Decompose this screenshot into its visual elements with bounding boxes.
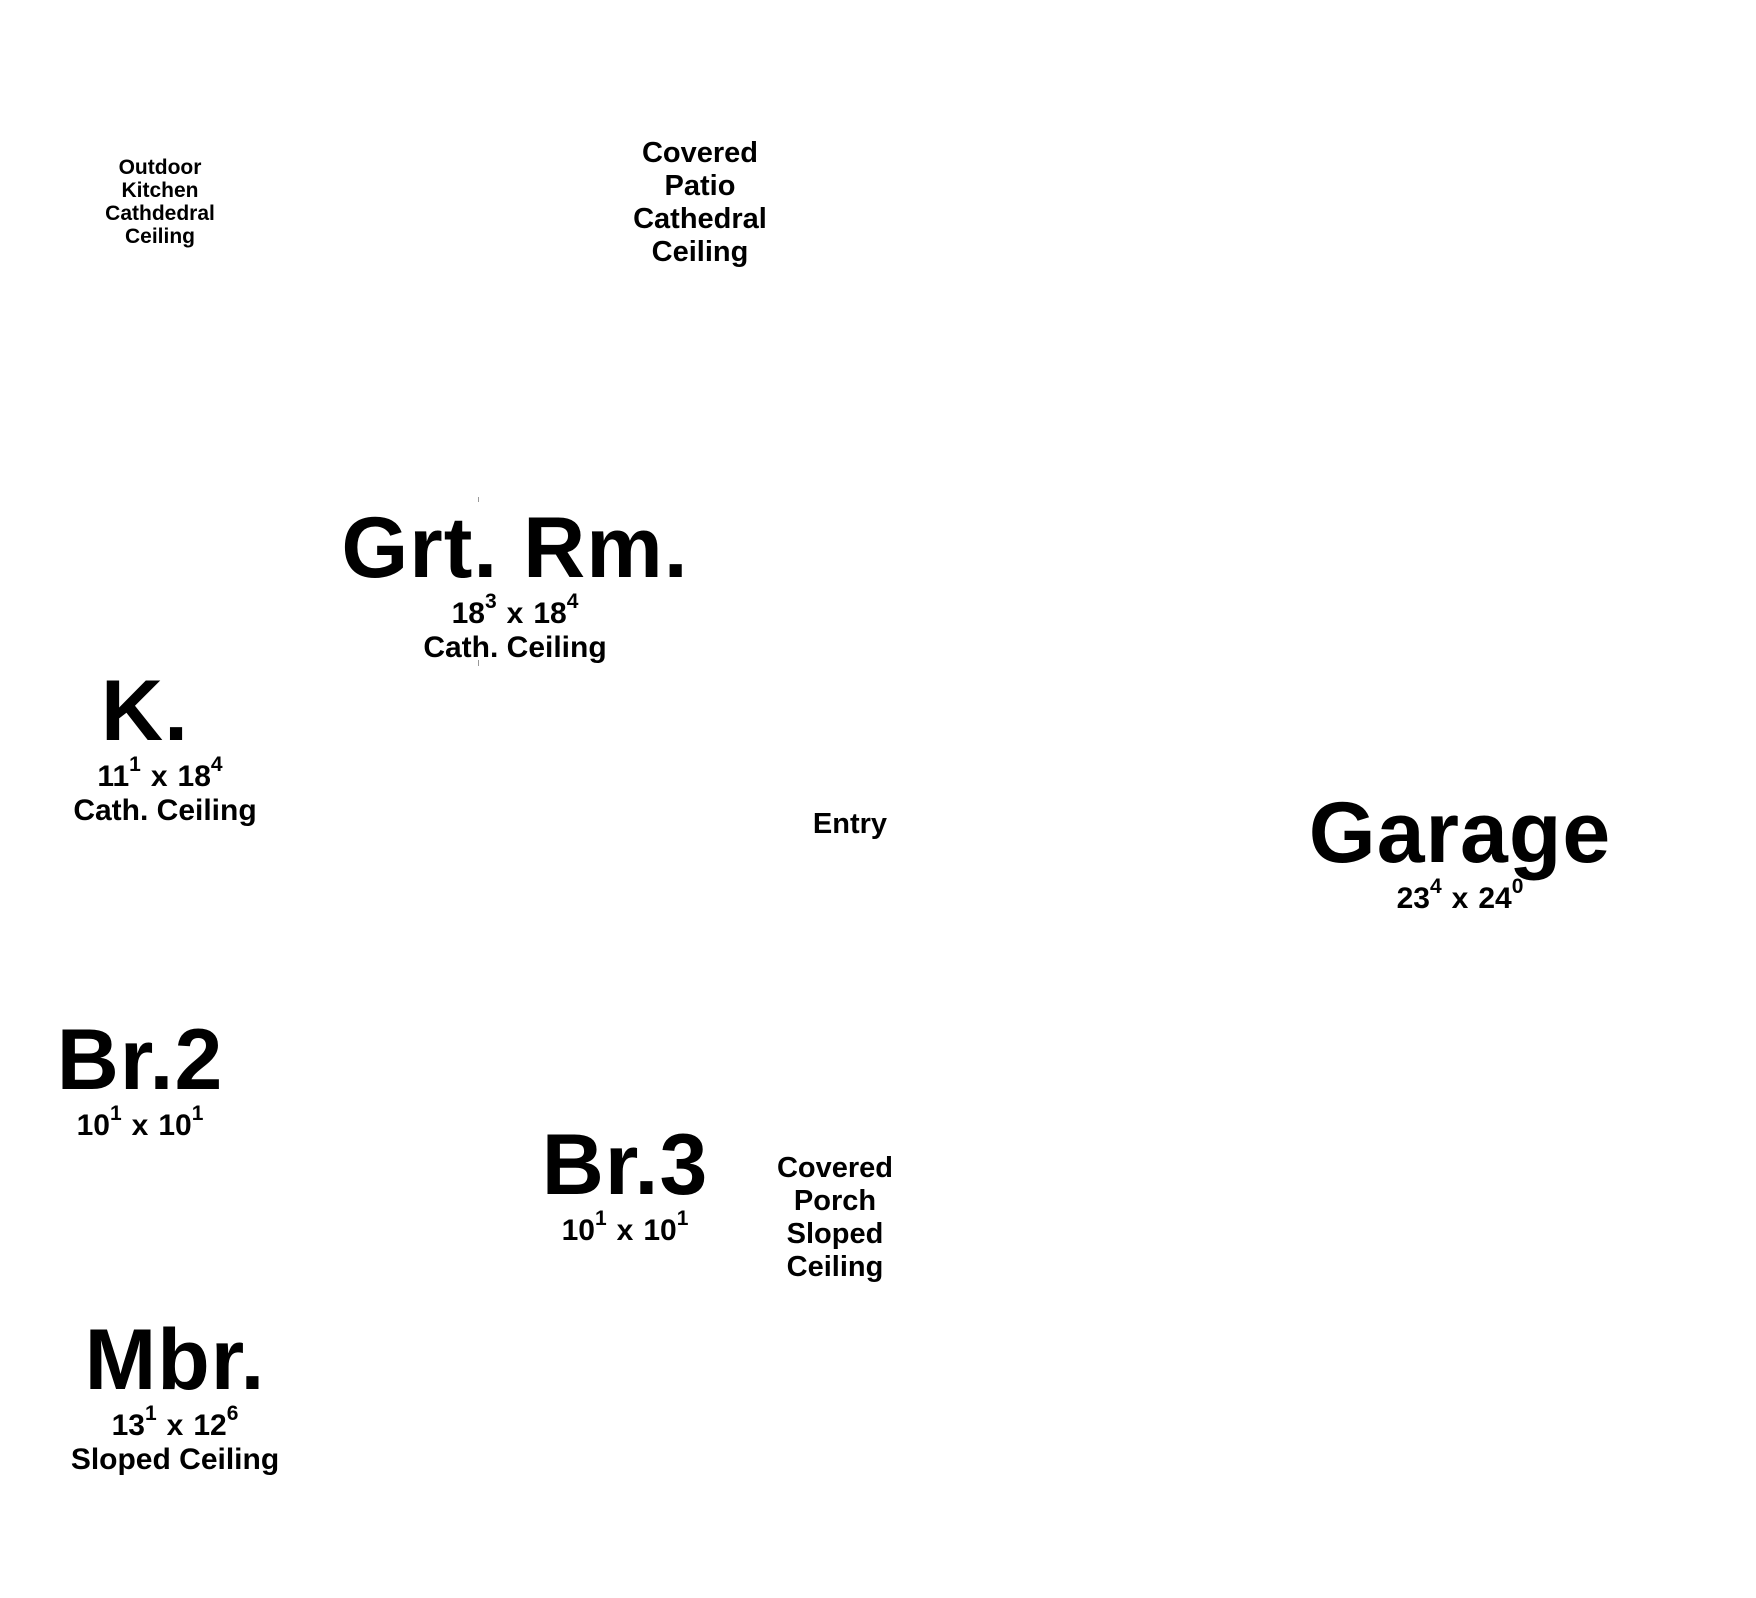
covered-porch-line-3: Sloped [786, 1218, 884, 1250]
garage-height: 24 [1478, 882, 1512, 915]
kitchen-width-inches: 1 [129, 753, 141, 776]
bedroom-3-height-inches: 1 [676, 1207, 689, 1230]
bedroom-2-name: Br.2 [56, 1012, 224, 1108]
master-bedroom-dim-separator: x [166, 1409, 184, 1442]
outdoor-kitchen-line-3: Cathdedral [105, 202, 215, 225]
covered-porch-line-4: Ceiling [786, 1251, 884, 1283]
bedroom-2-dim-separator: x [131, 1109, 149, 1142]
covered-patio-line-3: Cathedral [633, 203, 767, 235]
great-room-wall-tick-top [478, 497, 479, 502]
garage-width: 23 [1396, 882, 1430, 915]
great-room-name: Grt. Rm. [341, 500, 689, 596]
great-room-height-inches: 4 [566, 590, 579, 613]
bedroom-3-height: 10 [643, 1214, 677, 1247]
covered-patio-label: Covered Patio Cathedral Ceiling [620, 137, 780, 269]
outdoor-kitchen-line-4: Ceiling [124, 225, 195, 248]
bedroom-3-width: 10 [561, 1214, 595, 1247]
entry-label: Entry [812, 808, 888, 840]
great-room-width-inches: 3 [484, 590, 497, 613]
master-bedroom-width-inches: 1 [144, 1402, 157, 1425]
covered-patio-line-1: Covered [641, 137, 759, 169]
master-bedroom-height: 12 [193, 1409, 227, 1442]
bedroom-2-width-inches: 1 [109, 1102, 122, 1125]
covered-porch-label: Covered Porch Sloped Ceiling [770, 1152, 900, 1284]
kitchen-name: K. [101, 663, 189, 759]
kitchen-width: 11 [97, 760, 130, 793]
master-bedroom-name: Mbr. [84, 1312, 266, 1408]
bedroom-3-name: Br.3 [541, 1117, 709, 1213]
covered-porch-line-1: Covered [776, 1152, 894, 1184]
master-bedroom-width: 13 [111, 1409, 145, 1442]
garage-dim-separator: x [1451, 882, 1469, 915]
master-bedroom-height-inches: 6 [226, 1402, 239, 1425]
master-bedroom-ceiling-note: Sloped Ceiling [70, 1443, 280, 1476]
outdoor-kitchen-line-1: Outdoor [118, 156, 202, 179]
great-room-wall-tick-bottom [478, 660, 479, 666]
great-room-dim-separator: x [506, 597, 524, 630]
great-room-ceiling-note: Cath. Ceiling [423, 631, 607, 664]
covered-patio-line-4: Ceiling [651, 236, 749, 268]
kitchen-height-inches: 4 [210, 753, 223, 776]
bedroom-2-height-inches: 1 [191, 1102, 204, 1125]
bedroom-3-width-inches: 1 [594, 1207, 607, 1230]
outdoor-kitchen-line-2: Kitchen [121, 179, 199, 202]
bedroom-3-dim-separator: x [616, 1214, 634, 1247]
bedroom-2-width: 10 [76, 1109, 110, 1142]
kitchen-dim-separator: x [150, 760, 168, 793]
garage-name: Garage [1308, 785, 1612, 881]
garage-width-inches: 4 [1429, 875, 1442, 898]
covered-porch-line-2: Porch [793, 1185, 877, 1217]
bedroom-2-height: 10 [158, 1109, 192, 1142]
kitchen-ceiling-note: Cath. Ceiling [73, 794, 257, 827]
kitchen-height: 18 [177, 760, 211, 793]
garage-height-inches: 0 [1511, 875, 1524, 898]
covered-patio-line-2: Patio [664, 170, 736, 202]
outdoor-kitchen-label: Outdoor Kitchen Cathdedral Ceiling [100, 156, 220, 248]
great-room-width: 18 [451, 597, 485, 630]
great-room-height: 18 [533, 597, 567, 630]
